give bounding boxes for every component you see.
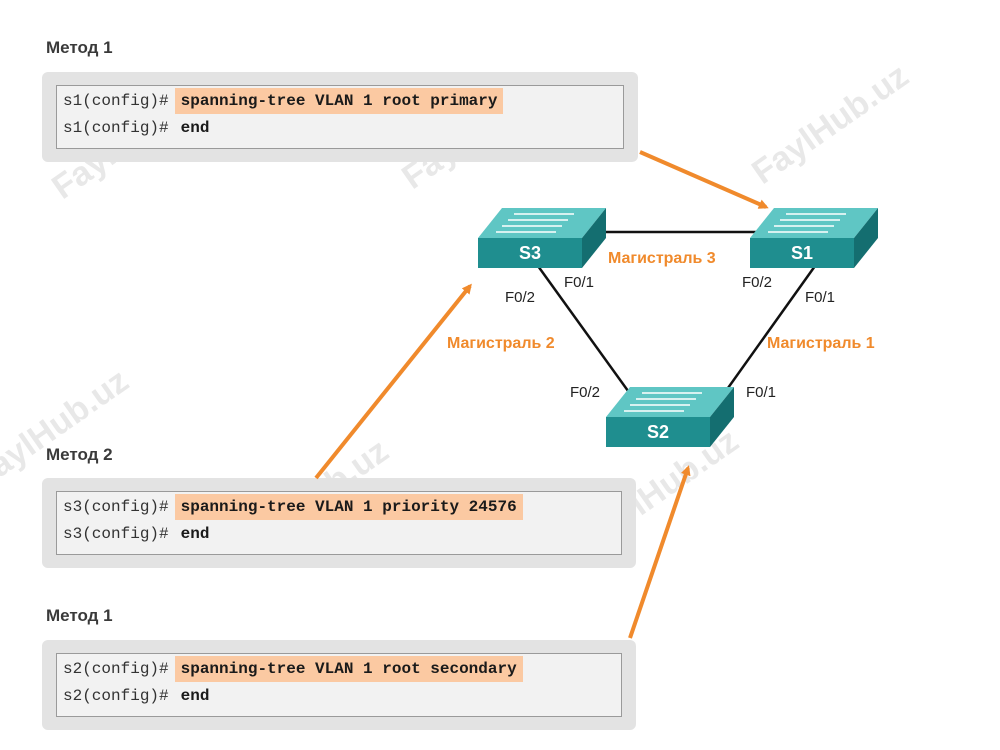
cli-prompt: s2(config)# xyxy=(63,660,169,678)
cli-prompt: s3(config)# xyxy=(63,525,169,543)
trunk-1-link xyxy=(716,265,817,403)
switch-arrows-icon xyxy=(624,392,702,412)
switch-s2[interactable]: S2 xyxy=(606,387,734,447)
switch-label: S2 xyxy=(647,422,669,442)
trunk-label: Магистраль 3 xyxy=(608,250,716,267)
cli-command: end xyxy=(180,525,210,543)
arrow-to-s3 xyxy=(314,283,472,480)
trunk-label: Магистраль 2 xyxy=(447,335,555,352)
command-panel-s1: s1(config)# spanning-tree VLAN 1 root pri… xyxy=(42,72,638,162)
command-line: s2(config)# spanning-tree VLAN 1 root sec… xyxy=(63,656,621,682)
port-label: F0/1 xyxy=(564,274,594,291)
command-box: s1(config)# spanning-tree VLAN 1 root pri… xyxy=(56,85,624,149)
cli-command: end xyxy=(180,687,210,705)
switch-s3[interactable]: S3 xyxy=(478,208,606,268)
trunk-label: Магистраль 1 xyxy=(767,335,875,352)
cli-prompt: s1(config)# xyxy=(63,92,169,110)
port-label: F0/1 xyxy=(805,289,835,306)
port-label: F0/2 xyxy=(570,384,600,401)
switch-arrows-icon xyxy=(496,213,574,233)
trunk-2-link xyxy=(536,265,638,403)
cli-prompt: s2(config)# xyxy=(63,687,169,705)
command-panel-s2: s2(config)# spanning-tree VLAN 1 root sec… xyxy=(42,640,636,730)
command-line: s3(config)# end xyxy=(63,521,621,547)
command-line: s3(config)# spanning-tree VLAN 1 priority… xyxy=(63,494,621,520)
command-line: s1(config)# end xyxy=(63,115,623,141)
cli-command: spanning-tree VLAN 1 root primary xyxy=(174,88,504,114)
switch-arrows-icon xyxy=(768,213,846,233)
switch-label: S3 xyxy=(519,243,541,263)
command-box: s3(config)# spanning-tree VLAN 1 priority… xyxy=(56,491,622,555)
cli-command: end xyxy=(180,119,210,137)
command-line: s2(config)# end xyxy=(63,683,621,709)
arrow-to-s1 xyxy=(639,150,769,209)
command-box: s2(config)# spanning-tree VLAN 1 root sec… xyxy=(56,653,622,717)
port-label: F0/2 xyxy=(505,289,535,306)
arrow-to-s2 xyxy=(628,465,691,639)
cli-command: spanning-tree VLAN 1 root secondary xyxy=(174,656,523,682)
cli-prompt: s1(config)# xyxy=(63,119,169,137)
switch-s1[interactable]: S1 xyxy=(750,208,878,268)
command-panel-s3: s3(config)# spanning-tree VLAN 1 priority… xyxy=(42,478,636,568)
method-label: Метод 2 xyxy=(46,445,113,464)
cli-command: spanning-tree VLAN 1 priority 24576 xyxy=(174,494,523,520)
method-label: Метод 1 xyxy=(46,606,113,625)
method-label: Метод 1 xyxy=(46,38,113,57)
cli-prompt: s3(config)# xyxy=(63,498,169,516)
port-label: F0/1 xyxy=(746,384,776,401)
port-label: F0/2 xyxy=(742,274,772,291)
switch-label: S1 xyxy=(791,243,813,263)
command-line: s1(config)# spanning-tree VLAN 1 root pri… xyxy=(63,88,623,114)
